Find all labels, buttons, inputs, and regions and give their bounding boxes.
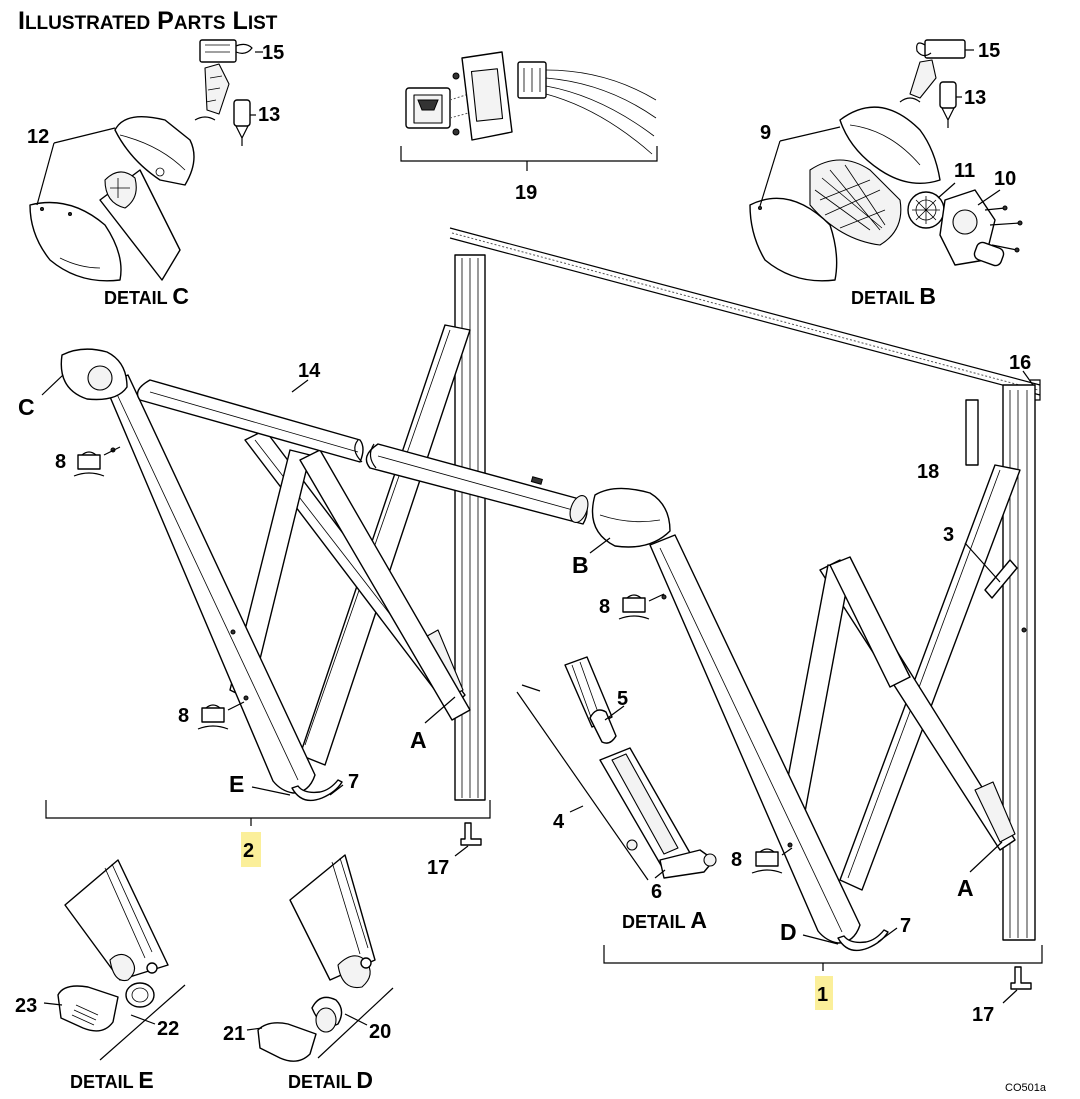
detail-d-drawing [257, 854, 376, 1062]
bracket-8-c [618, 594, 650, 620]
detail-c-drawing [29, 39, 253, 282]
leader-d [802, 934, 839, 945]
bracket-2 [45, 800, 491, 826]
switch-assembly-19 [405, 51, 657, 155]
leader-16 [1022, 370, 1034, 386]
callout-14: 14 [298, 360, 321, 382]
leader-14 [291, 379, 309, 393]
page-title: ILLUSTRATED PARTS LIST [18, 7, 278, 35]
callout-13-left: 13 [258, 104, 280, 126]
leader-a-right [969, 841, 1003, 873]
detail-e-drawing [57, 859, 169, 1032]
detail-b-drawing [749, 39, 1023, 282]
leader-7-right [877, 927, 898, 943]
leader-12a [53, 127, 116, 144]
callout-17-right: 17 [972, 1004, 994, 1026]
bracket-19 [400, 146, 658, 171]
right-arm-assembly [591, 384, 1036, 952]
letter-c: C [18, 394, 35, 420]
bracket-8-d [751, 848, 783, 874]
leader-6 [654, 869, 666, 879]
bracket-1 [603, 945, 1043, 971]
callout-16: 16 [1009, 352, 1031, 374]
callout-3: 3 [943, 524, 954, 546]
callout-21: 21 [223, 1023, 245, 1045]
bracket-8-a [73, 451, 105, 477]
image-code: CO501a [1005, 1082, 1047, 1094]
callout-8-d: 8 [731, 849, 742, 871]
callout-8-c: 8 [599, 596, 610, 618]
leader-23 [43, 1002, 63, 1006]
letter-d: D [780, 919, 797, 945]
callout-23: 23 [15, 995, 37, 1017]
callout-9: 9 [760, 122, 771, 144]
leader-22 [130, 1014, 156, 1025]
callout-19: 19 [515, 182, 537, 204]
leader-e [251, 786, 291, 796]
callout-7-right: 7 [900, 915, 911, 937]
leader-20 [344, 1013, 368, 1026]
callout-6: 6 [651, 881, 662, 903]
detail-d-divider [317, 987, 394, 1059]
leader-5 [604, 705, 625, 721]
left-arm-assembly [60, 254, 589, 802]
leader-17-left [454, 845, 469, 857]
callout-4: 4 [553, 811, 565, 833]
callout-15-right: 15 [978, 40, 1000, 62]
decal-18 [965, 399, 979, 466]
letter-a-left: A [410, 727, 427, 753]
letter-b: B [572, 552, 589, 578]
callout-2: 2 [243, 840, 254, 862]
detail-c-label: DETAIL C [104, 283, 189, 309]
detail-a-label: DETAIL A [622, 907, 707, 933]
letter-a-right: A [957, 875, 974, 901]
leader-4 [569, 805, 584, 813]
leader-8-b [227, 701, 245, 711]
detail-e-label: DETAIL E [70, 1067, 154, 1093]
callout-5: 5 [617, 688, 628, 710]
callout-8-b: 8 [178, 705, 189, 727]
detail-a-divider [516, 691, 649, 881]
letter-e: E [229, 771, 244, 797]
foot-17-left [460, 822, 482, 846]
leader-8-c [648, 593, 665, 602]
leader-8-d [781, 847, 793, 856]
leader-11 [937, 182, 956, 199]
leader-12b [36, 142, 55, 206]
detail-b-label: DETAIL B [851, 283, 936, 309]
callout-10: 10 [994, 168, 1016, 190]
highlight-2 [241, 832, 261, 867]
callout-13-right: 13 [964, 87, 986, 109]
leader-9a [779, 126, 841, 142]
detail-a-drawing [521, 656, 717, 879]
leader-c [41, 374, 64, 396]
callout-11: 11 [954, 160, 975, 182]
leader-9b [759, 140, 781, 207]
callout-12: 12 [27, 126, 49, 148]
foot-17-right [1010, 966, 1032, 990]
callout-1: 1 [817, 984, 828, 1006]
leader-3 [964, 542, 1001, 583]
callout-17-left: 17 [427, 857, 449, 879]
leader-b [589, 537, 611, 554]
leader-21 [246, 1027, 263, 1031]
bracket-8-b [197, 704, 229, 730]
leader-7-left [329, 784, 344, 796]
callout-20: 20 [369, 1021, 391, 1043]
leader-8-a [103, 446, 121, 456]
leader-a-left [424, 696, 456, 724]
callout-8-a: 8 [55, 451, 66, 473]
callout-7-left: 7 [348, 771, 359, 793]
callout-15-left: 15 [262, 42, 284, 64]
leader-10 [977, 189, 1001, 206]
callout-22: 22 [157, 1018, 179, 1040]
callout-18: 18 [917, 461, 939, 483]
detail-e-divider [99, 984, 186, 1061]
leader-17-right [1002, 989, 1018, 1004]
highlight-1 [815, 976, 833, 1010]
detail-d-label: DETAIL D [288, 1067, 373, 1093]
